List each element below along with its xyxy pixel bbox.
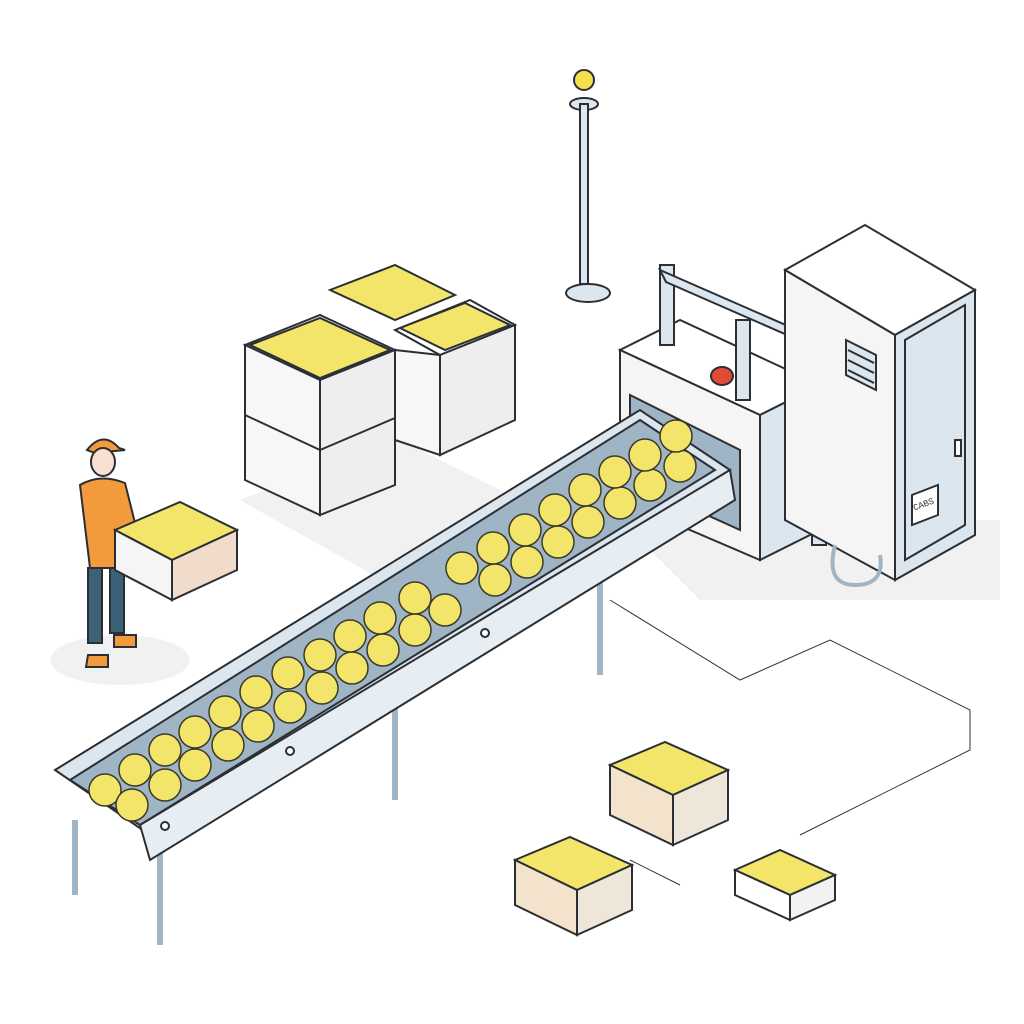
cabinet-label-plate [911,483,939,527]
stop-button [710,366,734,386]
worker-crate [112,500,240,602]
floor-lines [609,599,971,886]
electrical-cabinet [782,223,978,588]
produce-bins [242,263,518,517]
packed-boxes [512,740,838,937]
cabinet-handle [954,439,962,457]
conveyor-produce [88,419,697,822]
cable-hose [830,544,883,588]
signal-lamp-pole [565,69,611,303]
